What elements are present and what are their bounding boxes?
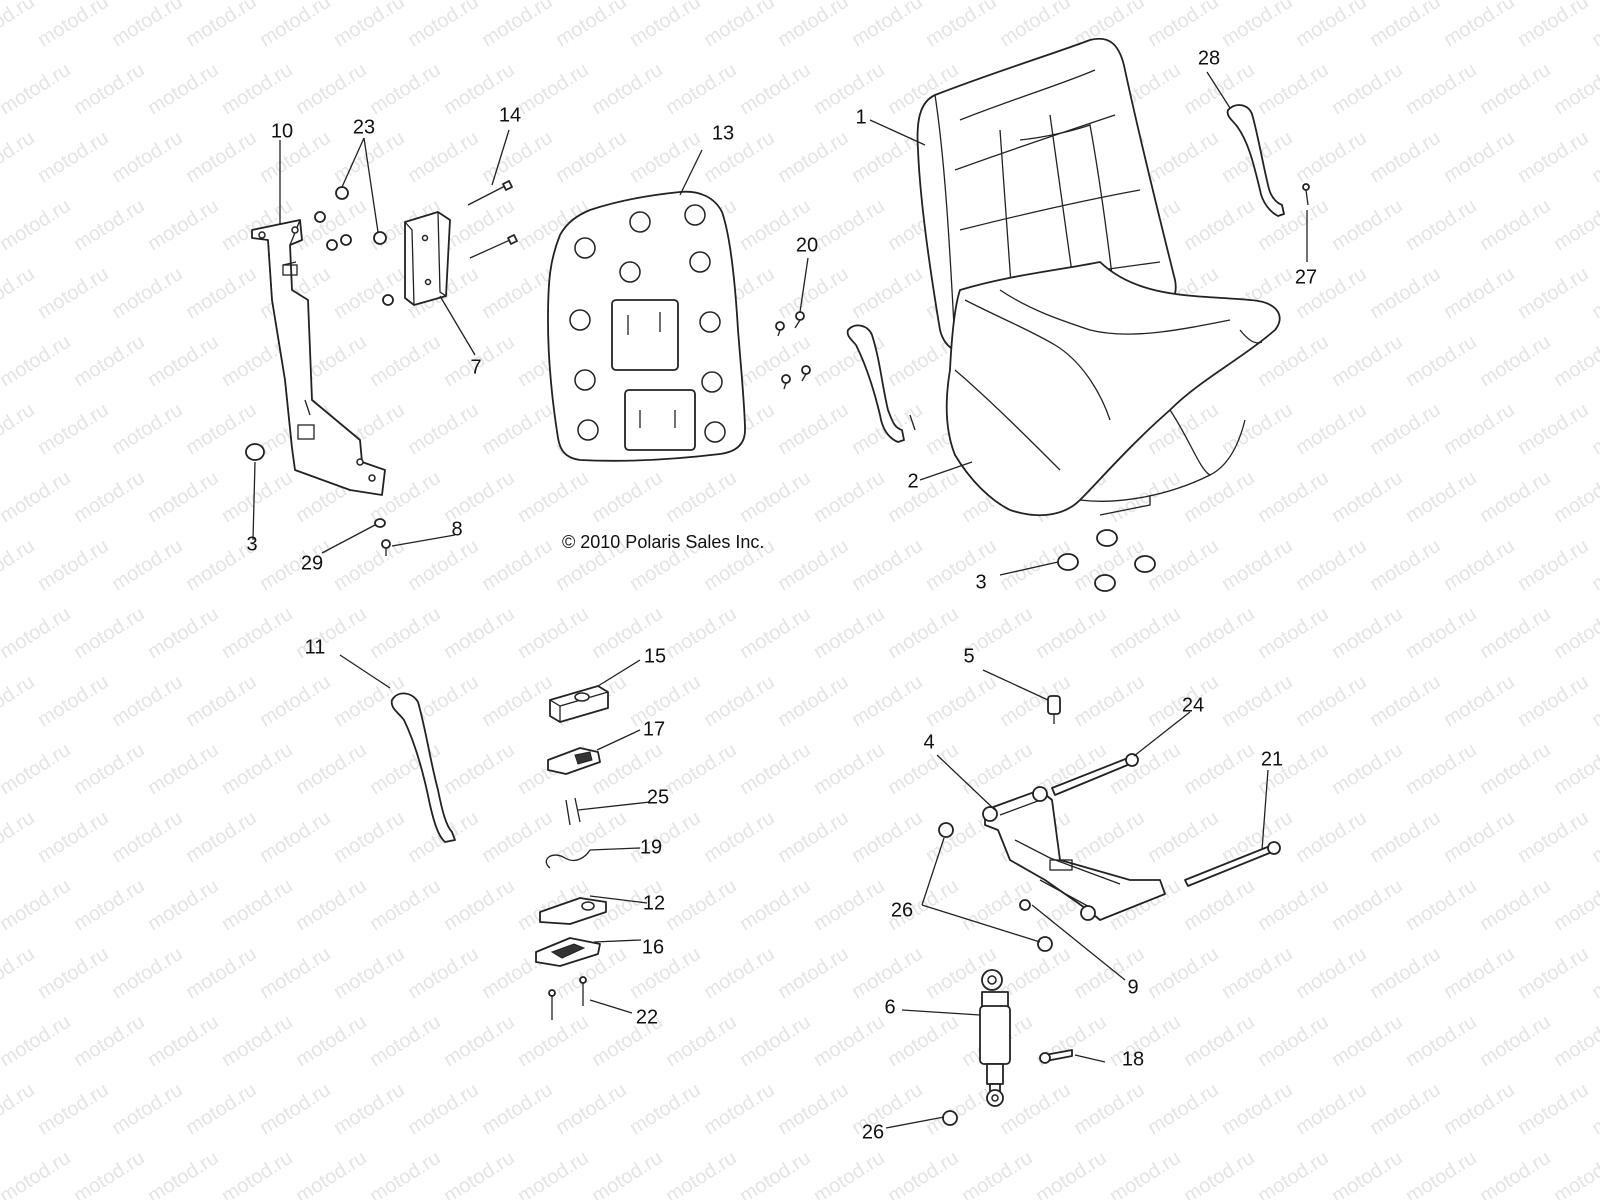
callout-27: 27 [1294, 266, 1318, 289]
callout-8: 8 [451, 518, 463, 541]
callout-19: 19 [639, 836, 663, 859]
callout-21: 21 [1260, 748, 1284, 771]
callout-11: 11 [304, 636, 326, 659]
seat-strap [846, 324, 916, 443]
seat-pivot-frame [982, 786, 1166, 921]
latch-plate [539, 897, 607, 925]
front-mount-bracket [251, 219, 386, 496]
retaining-clip [545, 849, 591, 869]
small-nuts [314, 186, 394, 306]
callout-5: 5 [963, 645, 975, 668]
spring-pins [565, 797, 581, 826]
callout-28: 28 [1197, 47, 1221, 70]
callout-16: 16 [641, 936, 665, 959]
latch-bolts [548, 976, 587, 1020]
callout-25: 25 [646, 786, 670, 809]
latch-mechanism [547, 747, 601, 775]
callout-6: 6 [884, 996, 896, 1019]
callout-14: 14 [498, 104, 522, 127]
callout-18: 18 [1121, 1048, 1145, 1071]
callout-15: 15 [643, 645, 667, 668]
shock-bolt [1039, 1049, 1073, 1064]
screw-and-washer [374, 518, 391, 556]
callout-2: 2 [907, 470, 919, 493]
callout-9: 9 [1127, 976, 1139, 999]
mounting-plate [404, 211, 451, 306]
pivot-rod [1051, 753, 1139, 796]
leader-lines [252, 71, 1308, 1129]
callout-4: 4 [923, 731, 935, 754]
callout-17: 17 [642, 718, 666, 741]
callout-12: 12 [642, 892, 666, 915]
callout-26a: 26 [890, 899, 914, 922]
callout-29: 29 [300, 552, 324, 575]
callout-22: 22 [635, 1006, 659, 1029]
panel-screws [775, 311, 811, 390]
rubber-grommets [245, 443, 1156, 592]
callout-7: 7 [470, 356, 482, 379]
striker-plate [535, 937, 601, 967]
callout-24: 24 [1181, 694, 1205, 717]
seat-back-panel [547, 190, 746, 462]
lower-left-strap [390, 692, 456, 843]
long-bolts [467, 180, 518, 259]
callout-3a: 3 [246, 533, 258, 556]
shock-absorber [979, 969, 1011, 1107]
callout-10: 10 [270, 120, 294, 143]
callout-1: 1 [855, 106, 867, 129]
callout-13: 13 [711, 122, 735, 145]
seat-bottom-cushion [945, 261, 1281, 517]
latch-block [549, 685, 609, 723]
callout-3b: 3 [975, 571, 987, 594]
copyright-notice: © 2010 Polaris Sales Inc. [562, 532, 765, 552]
callout-20: 20 [795, 234, 819, 257]
upper-right-strap [1226, 104, 1310, 217]
frame-nuts [938, 822, 1053, 1126]
callout-23: 23 [352, 116, 376, 139]
callout-26b: 26 [861, 1121, 885, 1144]
long-pivot-rod [1184, 841, 1281, 887]
pivot-bushing [1047, 695, 1061, 724]
